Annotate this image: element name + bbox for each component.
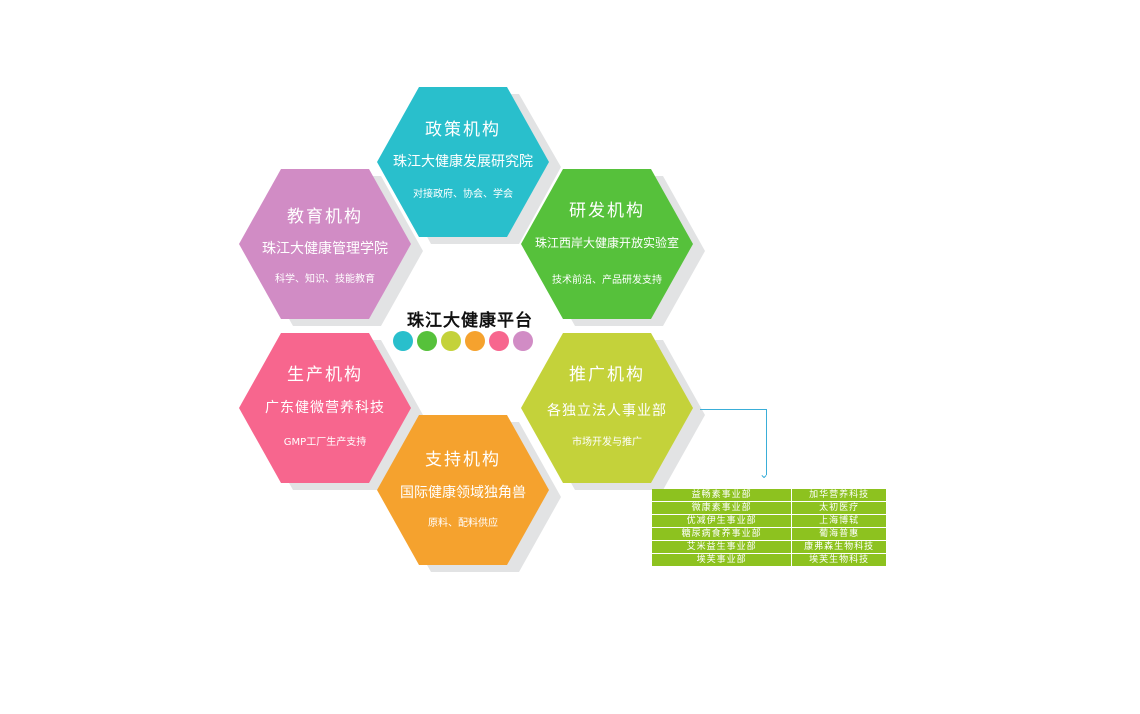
color-dot [513, 331, 533, 351]
connector-line-vertical [766, 409, 767, 475]
unit-cell: 微康素事业部 [652, 501, 793, 515]
education-sub: 珠江大健康管理学院 [262, 241, 388, 257]
table-row: 微康素事业部 太初医疗 [652, 501, 886, 515]
education-title: 教育机构 [287, 207, 363, 227]
policy-desc: 对接政府、协会、学会 [413, 189, 513, 200]
education-hex [239, 169, 411, 319]
partner-cell: 康弗森生物科技 [791, 540, 886, 554]
partner-cell: 葡海普惠 [791, 527, 886, 541]
color-dot [441, 331, 461, 351]
policy-sub: 珠江大健康发展研究院 [393, 154, 533, 170]
support-hex [377, 415, 549, 565]
connector-line-horizontal [700, 409, 766, 410]
production-title: 生产机构 [287, 365, 363, 385]
table-row: 糖尿病食养事业部 葡海普惠 [652, 527, 886, 541]
rd-sub: 珠江西岸大健康开放实验室 [534, 236, 679, 250]
policy-hex [377, 87, 549, 237]
business-units-table: 益畅素事业部 加华营养科技 微康素事业部 太初医疗 优减伊生事业部 上海博轼 糖… [652, 489, 886, 567]
promotion-hex [521, 333, 693, 483]
partner-cell: 加华营养科技 [791, 489, 886, 502]
color-dot [393, 331, 413, 351]
promotion-title: 推广机构 [569, 365, 645, 385]
color-dots [393, 331, 543, 353]
unit-cell: 益畅素事业部 [652, 489, 793, 502]
table-row: 优减伊生事业部 上海博轼 [652, 514, 886, 528]
table-row: 埃芙事业部 埃芙生物科技 [652, 553, 886, 567]
unit-cell: 艾米益生事业部 [652, 540, 793, 554]
partner-cell: 太初医疗 [791, 501, 886, 515]
unit-cell: 埃芙事业部 [652, 553, 793, 567]
policy-title: 政策机构 [425, 120, 501, 140]
color-dot [465, 331, 485, 351]
rd-desc: 技术前沿、产品研发支持 [552, 275, 662, 286]
rd-title: 研发机构 [569, 201, 645, 221]
partner-cell: 埃芙生物科技 [791, 553, 886, 567]
color-dot [489, 331, 509, 351]
platform-title: 珠江大健康平台 [407, 311, 533, 331]
arrow-down-icon: ⌄ [759, 467, 770, 481]
rd-hex [521, 169, 693, 319]
color-dot [417, 331, 437, 351]
production-sub: 广东健微营养科技 [265, 400, 385, 416]
support-desc: 原料、配料供应 [428, 518, 498, 529]
unit-cell: 糖尿病食养事业部 [652, 527, 793, 541]
table-row: 艾米益生事业部 康弗森生物科技 [652, 540, 886, 554]
promotion-desc: 市场开发与推广 [572, 437, 642, 448]
production-desc: GMP工厂生产支持 [283, 437, 367, 448]
production-hex [239, 333, 411, 483]
partner-cell: 上海博轼 [791, 514, 886, 528]
support-sub: 国际健康领域独角兽 [400, 485, 526, 501]
table-row: 益畅素事业部 加华营养科技 [652, 489, 886, 502]
promotion-sub: 各独立法人事业部 [547, 403, 667, 419]
support-title: 支持机构 [425, 450, 501, 470]
unit-cell: 优减伊生事业部 [652, 514, 793, 528]
education-desc: 科学、知识、技能教育 [275, 274, 375, 285]
